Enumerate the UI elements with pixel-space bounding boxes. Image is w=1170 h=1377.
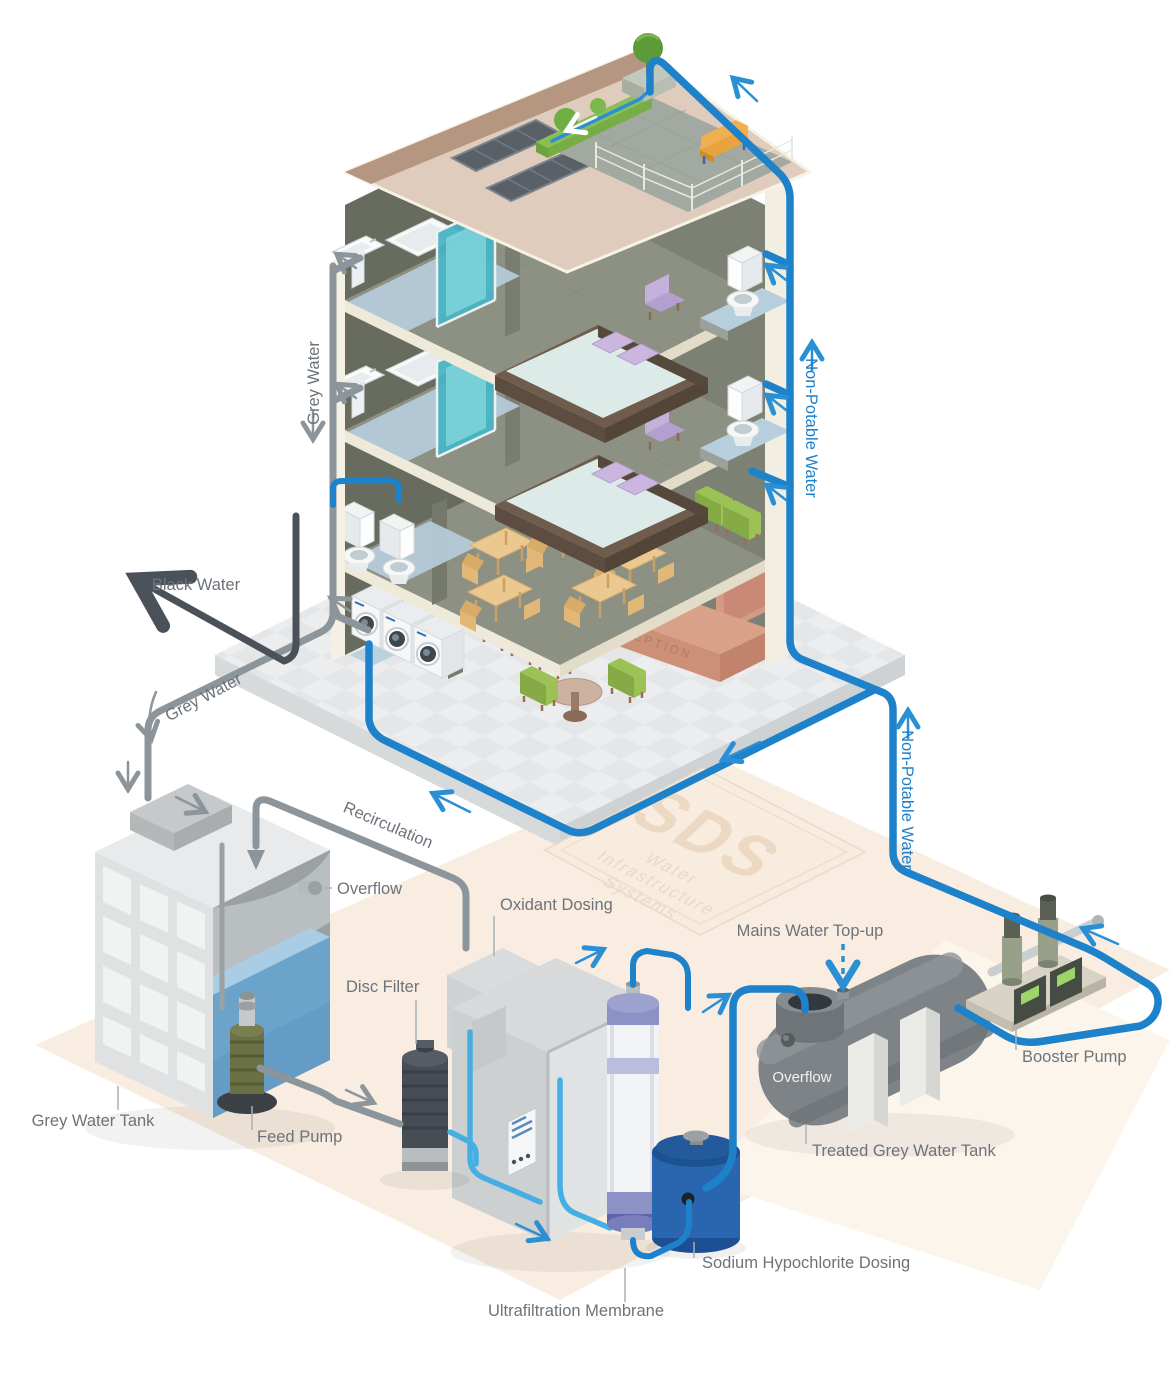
toilet-supply-elbow <box>330 478 402 508</box>
label-grey-water-diagonal: Grey Water <box>162 670 245 725</box>
dosed-water-riser <box>702 985 809 1192</box>
ensuite-toilet-upper <box>700 245 790 341</box>
treated-grey-water-tank: Overflow <box>745 952 1015 1157</box>
black-water-pipe <box>125 512 300 665</box>
label-booster-pump: Booster Pump <box>1022 1048 1127 1066</box>
recirculation-pipe <box>252 796 470 952</box>
roof-tree <box>590 98 606 114</box>
grey-tank-overflow-port <box>299 881 322 895</box>
feed-pump <box>217 992 277 1114</box>
tank-supports <box>848 1007 940 1133</box>
roof <box>343 33 812 274</box>
label-non-potable-building: Non-Potable Water <box>802 358 820 498</box>
label-overflow-grey-tank: Overflow <box>337 880 402 898</box>
ultrafiltration-membrane <box>607 981 659 1240</box>
label-feed-pump: Feed Pump <box>257 1128 342 1146</box>
grey-water-tank <box>85 784 335 1150</box>
label-grey-water-tank: Grey Water Tank <box>32 1112 156 1130</box>
label-treated-tank: Treated Grey Water Tank <box>812 1142 996 1160</box>
non-potable-riser <box>646 56 794 644</box>
washer-drain <box>333 612 372 634</box>
label-recirculation: Recirculation <box>341 798 436 852</box>
label-non-potable-supply: Non-Potable Water <box>898 730 916 870</box>
lobby-table <box>518 656 648 722</box>
booster-platform <box>700 940 1170 1290</box>
ensuite-toilet-lower <box>700 375 790 471</box>
roof-terrace <box>536 33 793 212</box>
terrace-railing <box>595 136 793 210</box>
irrigation-flow-arrow <box>562 112 598 136</box>
label-ultrafiltration: Ultrafiltration Membrane <box>488 1302 664 1320</box>
recirculation-outlet-arrow <box>247 850 265 870</box>
label-mains-top-up: Mains Water Top-up <box>737 922 884 940</box>
cabinet-pipe <box>557 1077 613 1231</box>
label-black-water: Black Water <box>152 576 241 594</box>
cabinet-pipe <box>467 1029 543 1205</box>
label-disc-filter: Disc Filter <box>346 978 420 996</box>
label-sodium-hypochlorite: Sodium Hypochlorite Dosing <box>702 1254 910 1272</box>
treated-tank-overflow-text: Overflow <box>772 1069 831 1086</box>
ground-floor-loop <box>365 640 878 837</box>
solar-panels <box>449 118 598 203</box>
non-potable-supply-main <box>786 636 1162 1046</box>
label-oxidant-dosing: Oxidant Dosing <box>500 896 613 914</box>
membrane-top-pipe <box>630 948 691 1011</box>
disc-filter <box>380 1040 470 1190</box>
flow-arrows <box>115 74 1120 1244</box>
tank-panels <box>103 866 205 1092</box>
membrane-bottom-pipe <box>630 1199 692 1260</box>
feed-line <box>256 1064 404 1128</box>
control-panel <box>507 1107 537 1177</box>
label-grey-water-vertical: Grey Water <box>305 341 323 425</box>
filter-to-cabinet-pipe <box>447 1129 479 1167</box>
